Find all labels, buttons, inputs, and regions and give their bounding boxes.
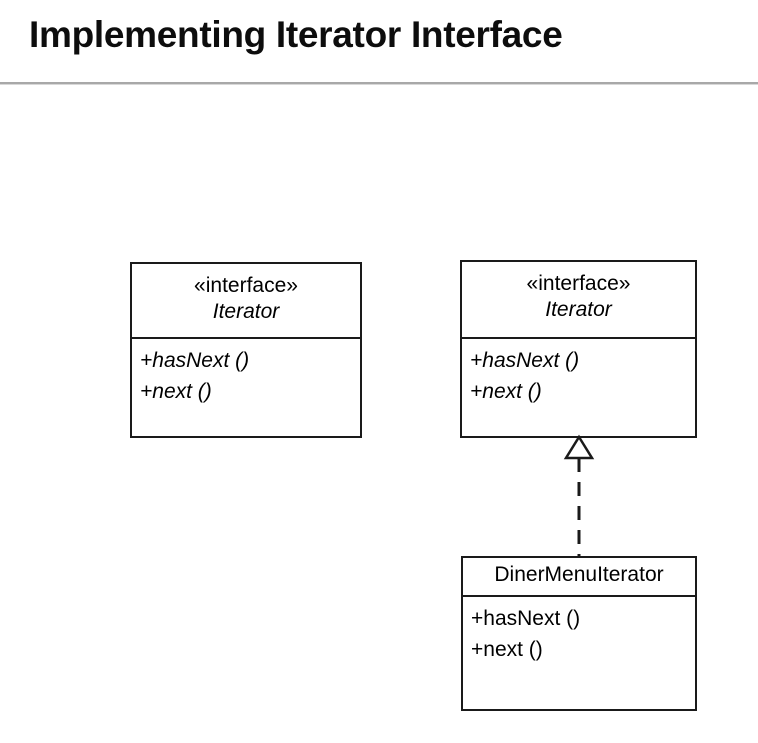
realization-svg [563,434,595,558]
uml-class-name: DinerMenuIterator [494,563,664,586]
uml-member-hasnext: +hasNext () [470,349,580,372]
uml-class-header: DinerMenuIterator [463,558,695,597]
uml-stereotype-label: «interface» [194,274,298,297]
uml-class-header: «interface» Iterator [462,262,695,339]
uml-member-next: +next () [140,380,212,403]
uml-member-hasnext: +hasNext () [140,349,250,372]
title-divider [0,82,758,85]
uml-member-next: +next () [470,380,542,403]
uml-class-name: Iterator [545,298,612,321]
uml-stereotype-label: «interface» [526,272,631,295]
page-title: Implementing Iterator Interface [29,14,563,55]
uml-class-dinermenuiterator[interactable]: DinerMenuIterator +hasNext () +next () [461,556,697,711]
uml-member-next: +next () [471,638,543,661]
uml-member-hasnext: +hasNext () [471,607,581,630]
uml-class-header: «interface» Iterator [132,264,360,339]
realization-connector [552,432,606,562]
uml-class-name: Iterator [212,300,280,323]
uml-class-iterator-left[interactable]: «interface» Iterator +hasNext () +next (… [130,262,362,438]
uml-class-members: +hasNext () +next () [132,339,360,436]
uml-class-iterator-right[interactable]: «interface» Iterator +hasNext () +next (… [460,260,697,438]
hollow-triangle-arrowhead [563,434,595,460]
uml-class-members: +hasNext () +next () [462,339,695,436]
uml-class-members: +hasNext () +next () [463,597,695,709]
